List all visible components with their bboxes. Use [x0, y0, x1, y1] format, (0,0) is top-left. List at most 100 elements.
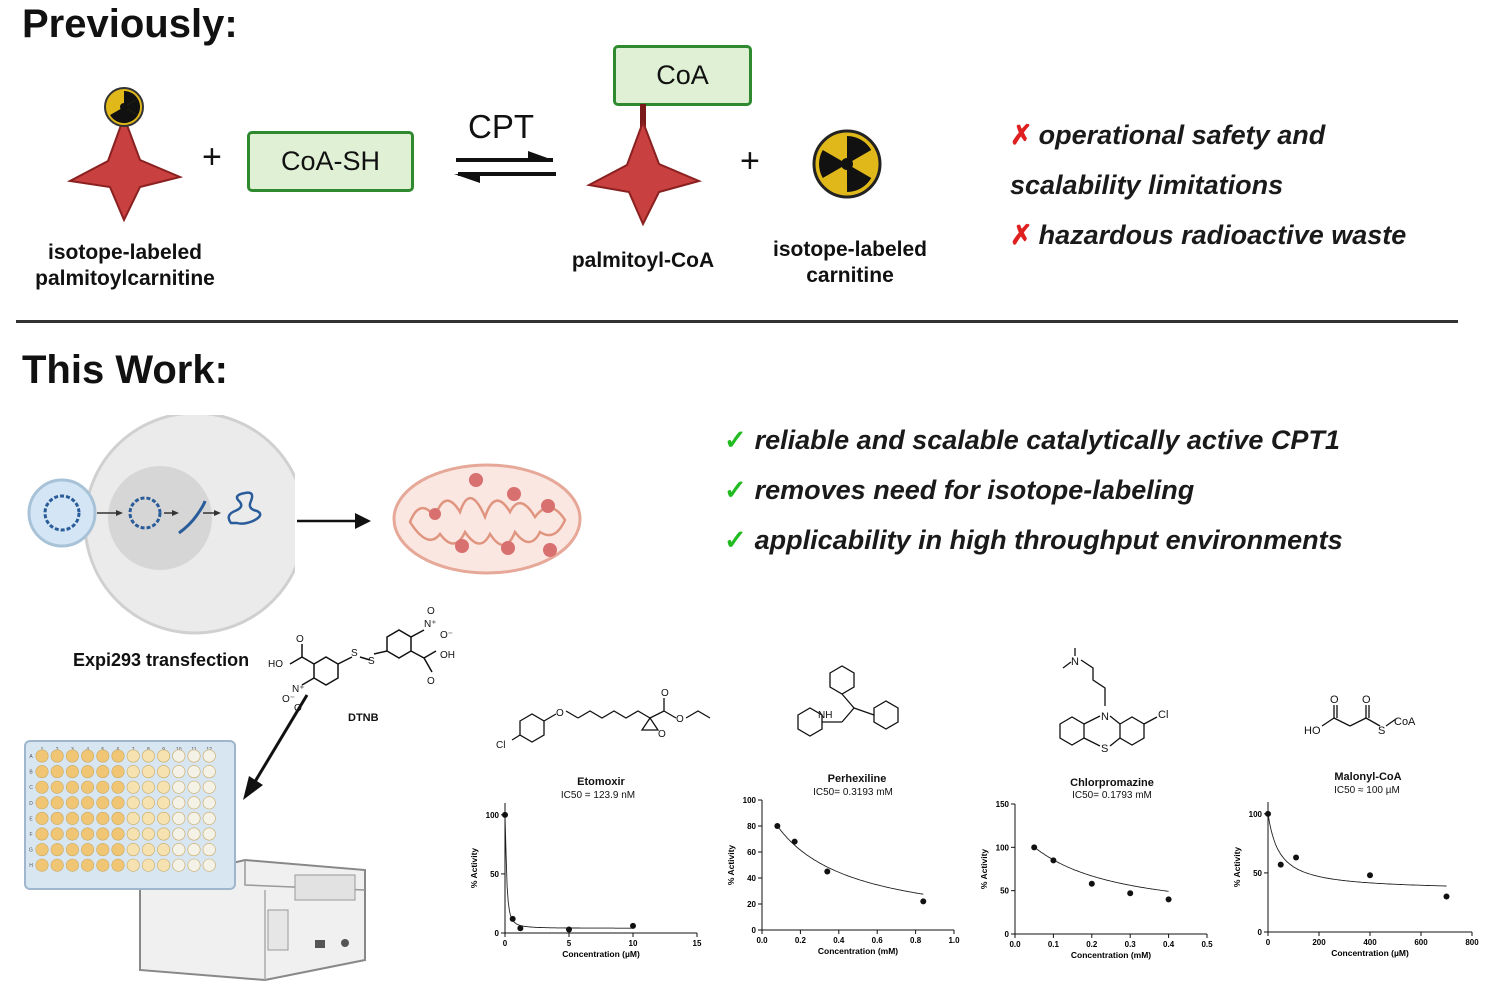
- plate-well: [96, 843, 110, 857]
- plate-well: [157, 780, 171, 794]
- x-axis-label: Concentration (µM): [1331, 948, 1409, 958]
- plate-well: [126, 811, 140, 825]
- plate-well: [65, 858, 79, 872]
- fit-curve: [1267, 813, 1447, 887]
- y-tick-label: 80: [747, 822, 756, 831]
- svg-text:O: O: [676, 714, 684, 725]
- plate-well: [202, 780, 216, 794]
- plate-well: [202, 796, 216, 810]
- con-item-2: ✗hazardous radioactive waste: [1010, 220, 1406, 251]
- protein-icon: [227, 491, 262, 525]
- x-tick-label: 0.2: [795, 936, 807, 945]
- check-icon: ✓: [724, 475, 747, 505]
- plate-well: [96, 749, 110, 763]
- x-tick-label: 5: [567, 939, 572, 948]
- plate-well: [35, 749, 49, 763]
- plate-row-label: F: [29, 832, 32, 838]
- y-tick-label: 50: [490, 870, 499, 879]
- perhexiline-structure: NH: [797, 665, 899, 737]
- plate-well: [96, 780, 110, 794]
- malonyl-coa-structure: O O HO S CoA: [1304, 694, 1416, 737]
- data-point: [791, 838, 798, 845]
- svg-text:OH: OH: [440, 650, 455, 661]
- plate-row-label: C: [29, 785, 33, 791]
- previously-heading: Previously:: [22, 2, 238, 46]
- chart-2-subtitle: IC50= 0.3193 mM: [813, 787, 893, 798]
- fit-curve: [1033, 846, 1169, 892]
- arrow-icon: [297, 513, 371, 529]
- data-point: [920, 898, 927, 905]
- data-point: [509, 915, 516, 922]
- x-axis-label: Concentration (µM): [562, 949, 640, 959]
- svg-text:O: O: [427, 676, 435, 687]
- x-axis-label: Concentration (mM): [818, 946, 898, 956]
- section-divider: [16, 320, 1458, 323]
- data-point: [517, 925, 524, 932]
- plate-well: [187, 827, 201, 841]
- plate-well: [111, 765, 125, 779]
- plate-well: [96, 811, 110, 825]
- radioactive-icon-large: [812, 129, 882, 199]
- labeled-carnitine-label: isotope-labeled carnitine: [755, 237, 945, 289]
- plate-well: [187, 811, 201, 825]
- plate-well: [96, 765, 110, 779]
- x-tick-label: 0.8: [910, 936, 922, 945]
- svg-text:N⁺: N⁺: [424, 619, 437, 630]
- data-point: [1050, 857, 1057, 864]
- svg-text:O: O: [427, 606, 435, 617]
- plate-well: [187, 780, 201, 794]
- svg-text:N: N: [1101, 711, 1109, 723]
- y-axis-label: % Activity: [469, 848, 479, 889]
- coa-sh-box: CoA-SH: [247, 131, 414, 192]
- plate-well: [126, 843, 140, 857]
- data-point: [1088, 880, 1095, 887]
- mrna-icon: [178, 500, 207, 535]
- data-point: [774, 823, 781, 829]
- plate-well: [96, 827, 110, 841]
- con-item-1: ✗operational safety and: [1010, 120, 1325, 151]
- svg-text:O: O: [1362, 694, 1371, 706]
- cpt-enzyme-label: CPT: [468, 108, 534, 145]
- pro-text-1: reliable and scalable catalytically acti…: [754, 425, 1340, 455]
- y-axis-label: % Activity: [979, 849, 989, 890]
- plus-sign: +: [202, 138, 222, 176]
- plate-well: [141, 796, 155, 810]
- x-tick-label: 0.3: [1125, 940, 1137, 949]
- svg-text:O⁻: O⁻: [440, 630, 453, 641]
- plate-well: [157, 858, 171, 872]
- con-text-1: operational safety and: [1038, 120, 1326, 150]
- transfection-label: Expi293 transfection: [73, 650, 250, 670]
- y-axis-label: % Activity: [1232, 847, 1242, 888]
- plate-well: [65, 780, 79, 794]
- plate-well: [111, 749, 125, 763]
- reactant1-label: isotope-labeled palmitoylcarnitine: [20, 240, 230, 292]
- plate-well: [111, 858, 125, 872]
- x-tick-label: 0: [1266, 938, 1271, 947]
- plate-well: [157, 827, 171, 841]
- chart-4-subtitle: IC50 ≈ 100 µM: [1334, 785, 1400, 796]
- plate-well: [187, 843, 201, 857]
- plate-well: [126, 796, 140, 810]
- plate-well: [35, 811, 49, 825]
- plate-well: [157, 796, 171, 810]
- y-tick-label: 0: [1005, 930, 1010, 939]
- data-point: [566, 926, 572, 933]
- plate-well: [126, 858, 140, 872]
- plate-row-label: B: [29, 770, 33, 776]
- y-tick-label: 100: [1249, 810, 1263, 819]
- svg-text:Cl: Cl: [1158, 709, 1168, 721]
- plasmid-icon: [27, 478, 97, 548]
- plate-well: [157, 749, 171, 763]
- data-point: [1031, 844, 1038, 851]
- svg-text:O⁻: O⁻: [282, 694, 295, 705]
- palmitoyl-coa-star: [585, 104, 703, 227]
- plate-well: [81, 749, 95, 763]
- svg-text:HO: HO: [268, 659, 283, 670]
- data-point: [1165, 896, 1172, 903]
- svg-text:O: O: [1330, 694, 1339, 706]
- plate-well: [172, 780, 186, 794]
- plate-well: [187, 858, 201, 872]
- fit-curve: [504, 814, 633, 929]
